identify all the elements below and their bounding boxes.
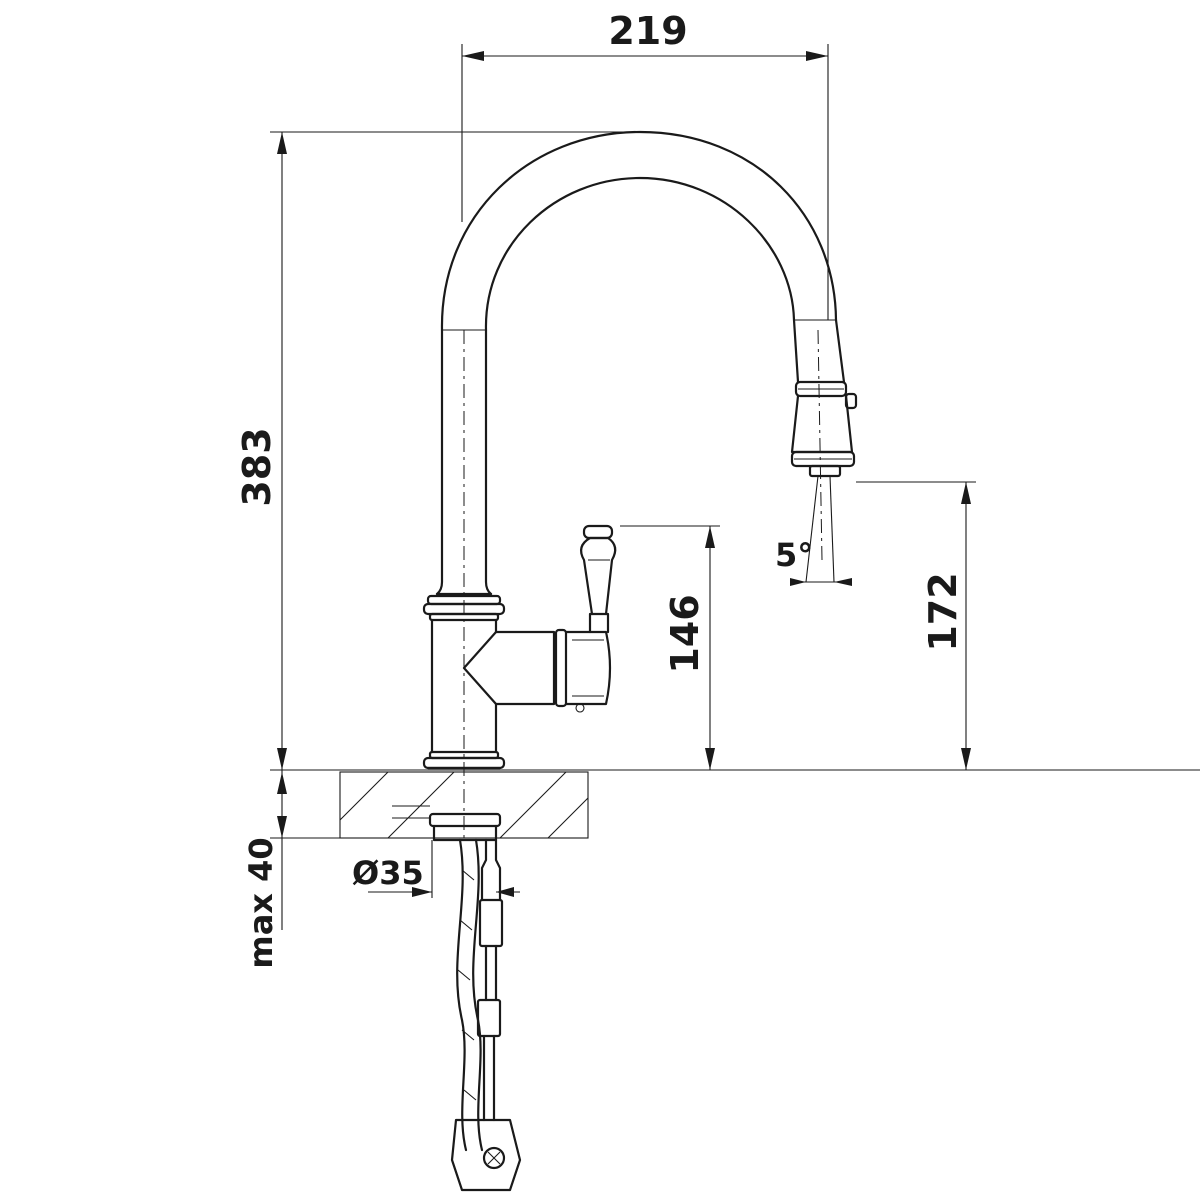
dimension-angle xyxy=(790,578,852,586)
dimension-counter-thickness xyxy=(270,770,340,930)
dimension-hole-diameter xyxy=(368,840,520,898)
lever-handle xyxy=(579,524,617,634)
supply-hoses xyxy=(428,812,522,1192)
label-spray-angle: 5° xyxy=(775,536,813,574)
valve-housing xyxy=(462,628,612,713)
gooseneck-spout xyxy=(440,130,838,332)
label-hole-diameter: Ø35 xyxy=(352,854,424,892)
dimension-spout-height xyxy=(856,481,976,770)
label-height: 383 xyxy=(235,427,279,506)
dimension-height xyxy=(270,131,1200,771)
label-counter-thickness: max 40 xyxy=(242,837,280,968)
label-spout-height: 172 xyxy=(921,572,965,651)
dimension-handle-height xyxy=(620,525,720,770)
center-lines xyxy=(463,329,835,840)
label-width: 219 xyxy=(608,9,687,53)
spray-head xyxy=(790,318,858,478)
label-handle-height: 146 xyxy=(663,594,707,673)
dimension-width xyxy=(461,44,829,320)
